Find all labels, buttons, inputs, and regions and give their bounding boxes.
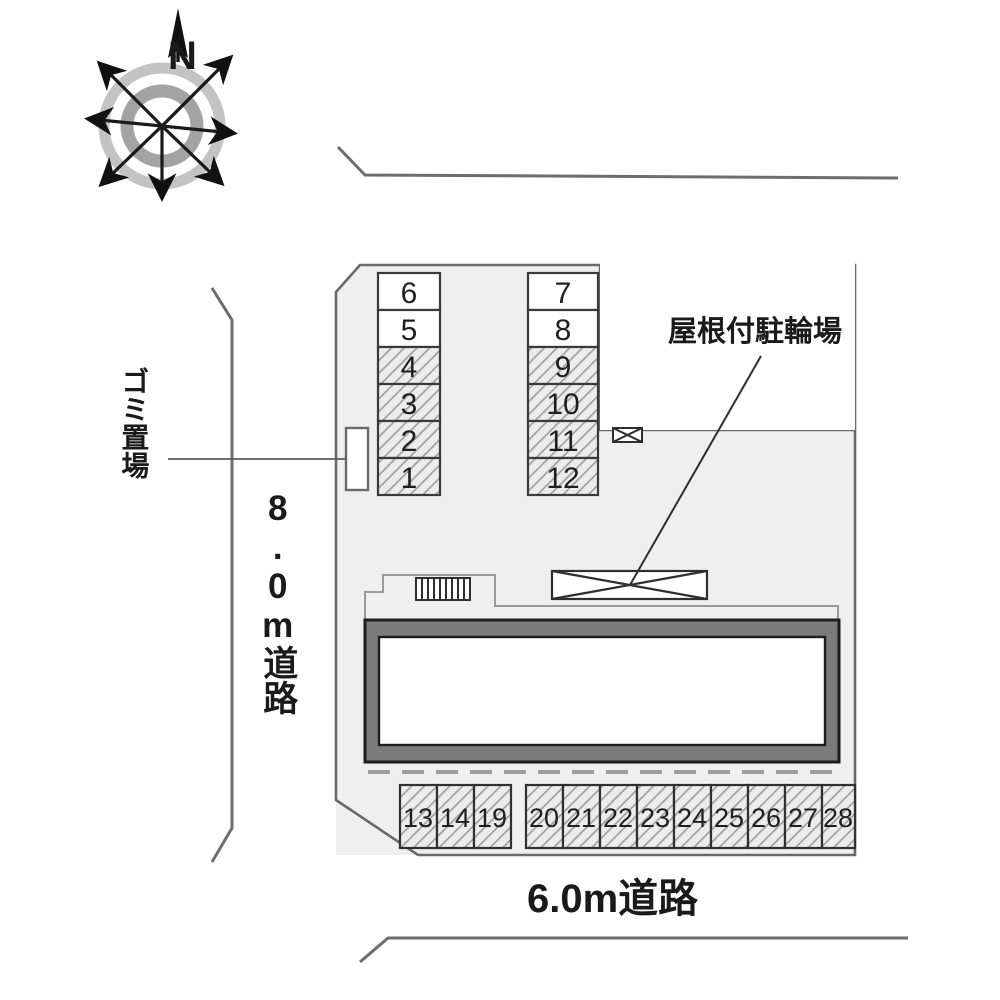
- stall-column-left: 6 5 4 3 2 1: [376, 271, 442, 497]
- callout-leader-line: [629, 355, 762, 586]
- stall-label: 8: [555, 314, 572, 347]
- stall-label: 12: [546, 462, 579, 495]
- stall-label: 3: [401, 388, 418, 421]
- stall-row-bottom-right: 20 21 22 23 24 25 26 27 28: [524, 783, 857, 850]
- stall-label: 25: [714, 803, 744, 833]
- stall-label: 28: [823, 803, 853, 833]
- garbage-area-label: ゴミ置場: [118, 367, 150, 479]
- garbage-enclosure: [168, 426, 370, 492]
- road-south-boundary: [359, 936, 908, 964]
- roofed-bicycle-parking-label: 屋根付駐輪場: [668, 316, 843, 348]
- road-west-boundary: [210, 287, 234, 863]
- stall-label: 27: [788, 803, 818, 833]
- stall-row-bottom-left: 13 14 19: [398, 783, 513, 850]
- stairs-icon: [415, 577, 471, 601]
- stall-label: 19: [477, 803, 507, 833]
- stall-label: 5: [401, 314, 418, 347]
- road-north-boundary: [336, 145, 899, 180]
- stall-label: 24: [677, 803, 707, 833]
- stall-label: 13: [403, 803, 433, 833]
- compass-rose-icon: [84, 8, 238, 202]
- stall-label: 6: [401, 277, 418, 310]
- stall-label: 21: [566, 803, 596, 833]
- stall-label: 23: [640, 803, 670, 833]
- stall-label: 2: [401, 425, 418, 458]
- stall-label: 11: [547, 425, 578, 458]
- stall-label: 20: [529, 803, 559, 833]
- road-west-label: 8.0m道路: [258, 489, 298, 715]
- stall-label: 9: [555, 351, 572, 384]
- stall-label: 10: [546, 388, 579, 421]
- stall-label: 7: [555, 277, 572, 310]
- stall-column-right: 7 8 9 10 11 12: [526, 271, 600, 497]
- road-south-label: 6.0m道路: [527, 877, 699, 921]
- bicycle-shelter-icon: [550, 569, 709, 601]
- stall-label: 14: [440, 803, 470, 833]
- stall-label: 4: [401, 351, 418, 384]
- small-bicycle-rack-icon: [612, 427, 643, 443]
- apartment-building: [363, 574, 841, 774]
- stall-label: 1: [401, 462, 418, 495]
- stall-label: 26: [751, 803, 781, 833]
- stall-label: 22: [603, 803, 633, 833]
- site-northeast-step: [598, 263, 855, 432]
- compass-north-label: N: [168, 34, 197, 78]
